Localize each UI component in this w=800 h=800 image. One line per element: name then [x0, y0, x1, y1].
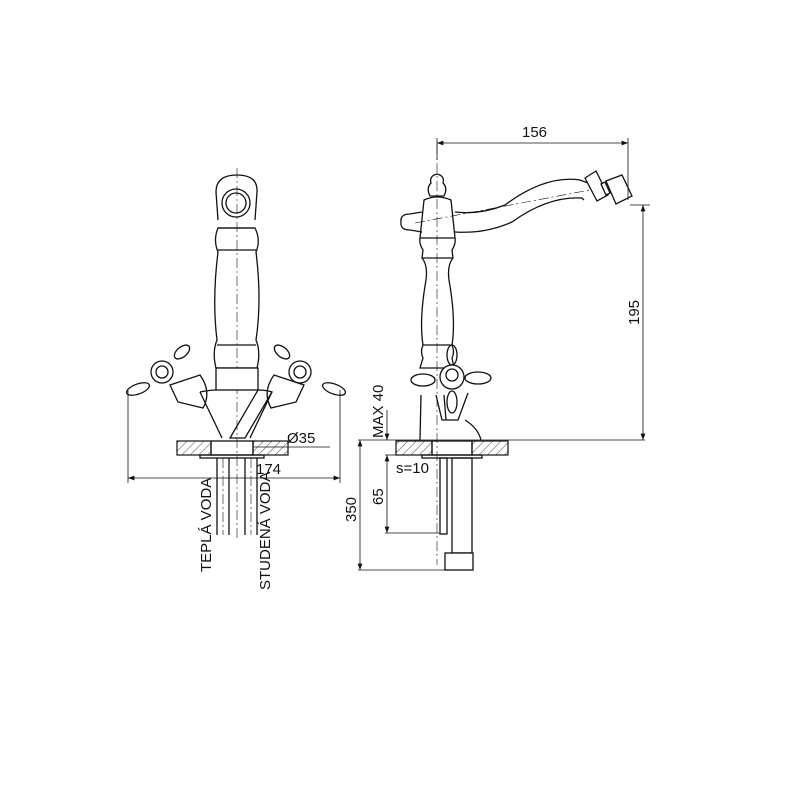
body-lower	[419, 394, 447, 441]
max-thickness-label: MAX 40	[370, 385, 387, 438]
pipe-nut	[444, 552, 474, 571]
body-sides	[199, 391, 273, 439]
column-collar	[215, 367, 259, 391]
side-column	[419, 196, 456, 346]
spout-head	[215, 174, 258, 221]
supply-pipes	[216, 458, 258, 535]
left-handle	[125, 344, 208, 409]
side-view: 156 195 MAX 40 s=10 65 350	[343, 124, 650, 571]
side-knob	[400, 211, 423, 233]
long-pipe	[451, 457, 473, 554]
spout-lower	[454, 197, 585, 233]
spout-outlet-inner	[225, 192, 247, 214]
washer	[199, 454, 265, 459]
short-pipe-label: 65	[370, 488, 387, 505]
cold-water-label: STUDENÁ VODA	[257, 472, 274, 590]
base-plate-left	[176, 440, 212, 456]
spout-upper	[454, 178, 589, 214]
front-column	[213, 227, 260, 369]
base-plate-right	[252, 440, 289, 456]
side-handle	[410, 344, 492, 441]
body-outline	[199, 389, 273, 439]
height-label: 195	[626, 300, 643, 325]
finial	[427, 173, 447, 197]
diameter-label: Ø35	[287, 430, 315, 447]
side-plate-left	[395, 440, 433, 456]
right-handle	[266, 344, 347, 409]
long-pipe-label: 350	[343, 497, 360, 522]
hot-water-label: TEPLÁ VODA	[198, 478, 215, 572]
side-plate-center	[431, 440, 473, 456]
front-view: Ø35 174 TEPLÁ VODA STUDENÁ VODA	[125, 168, 347, 590]
nozzle	[584, 170, 633, 205]
spout-outlet-ring	[221, 188, 251, 218]
reach-label: 156	[522, 124, 547, 141]
lower-rings	[419, 344, 455, 369]
width-label: 174	[256, 461, 281, 478]
short-pipe	[439, 457, 448, 535]
side-plate-right	[471, 440, 509, 456]
base-plate-center	[210, 440, 254, 456]
spout-axis	[414, 189, 591, 224]
plate-thickness-label: s=10	[396, 460, 429, 477]
